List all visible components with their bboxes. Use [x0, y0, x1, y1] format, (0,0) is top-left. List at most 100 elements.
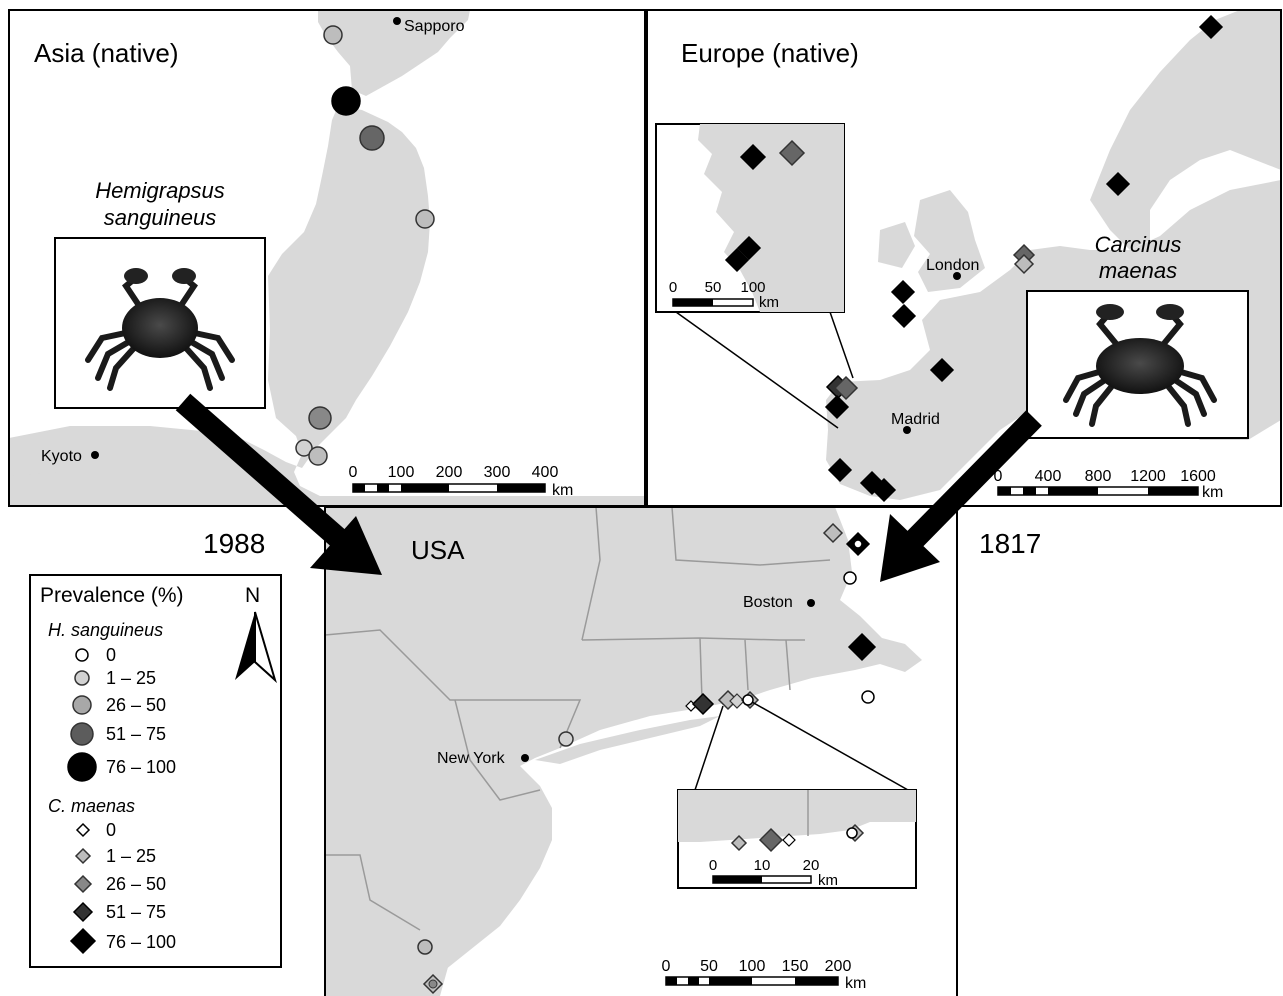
usa-land	[325, 507, 922, 996]
carcinus-introduction-year: 1817	[979, 528, 1041, 559]
legend-circle-swatch	[67, 752, 97, 782]
madrid-label: Madrid	[891, 411, 940, 428]
inset-scale-bar: 0 10 20 km	[709, 857, 838, 889]
state-borders	[325, 507, 831, 931]
scale-tick: 800	[1085, 468, 1112, 485]
madrid-city-dot	[903, 426, 911, 434]
europe-inset: 0 50 100 km	[655, 123, 845, 313]
sapporo-city-dot	[393, 17, 401, 25]
site-marker	[308, 406, 332, 430]
crab-image	[1063, 304, 1217, 427]
site-marker	[308, 446, 328, 466]
scale-tick: 1200	[1130, 468, 1166, 485]
scale-tick: 20	[803, 857, 820, 874]
scale-tick: 400	[1035, 468, 1062, 485]
scale-tick: 100	[739, 958, 766, 975]
site-marker	[1105, 171, 1131, 197]
site-marker	[730, 834, 748, 852]
legend-class-label: 0	[106, 820, 116, 840]
long-island-land	[535, 716, 720, 764]
scale-tick: 0	[669, 279, 677, 296]
site-marker	[861, 690, 875, 704]
legend-title: Prevalence (%)	[40, 584, 184, 607]
site-marker	[1198, 14, 1224, 40]
site-marker	[846, 827, 858, 839]
site-marker	[822, 522, 844, 544]
new-york-city-dot	[521, 754, 529, 762]
scale-unit: km	[1202, 484, 1223, 501]
legend-class-label: 76 – 100	[106, 757, 176, 777]
crab-image	[85, 268, 235, 391]
legend-class-label: 26 – 50	[106, 695, 166, 715]
boston-city-dot	[807, 599, 815, 607]
boston-label: Boston	[743, 594, 793, 611]
site-marker	[782, 833, 796, 847]
legend-class-label: 76 – 100	[106, 932, 176, 952]
site-marker	[890, 279, 916, 305]
site-marker	[827, 457, 853, 483]
usa-frame	[324, 506, 958, 996]
legend-class-label: 51 – 75	[106, 902, 166, 922]
scale-unit: km	[845, 975, 866, 992]
legend-class-label: 0	[106, 645, 116, 665]
europe-scale-bar: 0 400 800 1200 1600 km	[994, 468, 1224, 501]
legend-circle-swatch	[70, 722, 94, 746]
site-marker	[843, 571, 857, 585]
hemigrapsus-introduction-arrow	[175, 393, 382, 575]
london-label: London	[926, 257, 979, 274]
scale-tick: 200	[436, 464, 463, 481]
usa-inset: 0 10 20 km	[677, 789, 917, 889]
usa-title: USA	[411, 535, 465, 565]
scale-tick: 0	[349, 464, 358, 481]
carcinus-label-line1: Carcinus	[1095, 232, 1182, 257]
ireland-land	[878, 222, 915, 268]
site-marker	[891, 303, 917, 329]
scale-tick: 0	[662, 958, 671, 975]
site-marker	[729, 693, 745, 709]
site-marker	[691, 692, 715, 716]
asia-land	[9, 10, 645, 506]
site-marker	[415, 209, 435, 229]
legend-h-sanguineus-label: H. sanguineus	[48, 620, 163, 640]
carcinus-introduction-arrow	[880, 410, 1042, 582]
legend-class-label: 51 – 75	[106, 724, 166, 744]
galicia-land	[698, 124, 844, 312]
legend-diamond-swatch	[69, 927, 97, 955]
honshu-land	[9, 106, 645, 506]
site-marker	[295, 439, 313, 457]
europe-frame	[646, 9, 1282, 507]
site-marker	[739, 143, 767, 171]
legend-circle-swatch	[74, 670, 90, 686]
legend-class-label: 1 – 25	[106, 846, 156, 866]
legend-circle-swatch	[72, 695, 92, 715]
site-marker	[359, 125, 385, 151]
kyoto-city-dot	[91, 451, 99, 459]
scale-tick: 300	[484, 464, 511, 481]
site-marker	[847, 632, 877, 662]
north-arrow-icon	[235, 611, 277, 684]
site-marker	[758, 827, 784, 853]
legend: Prevalence (%) N H. sanguineus 0 1 – 25 …	[29, 574, 282, 968]
site-marker	[778, 139, 806, 167]
hemigrapsus-label-line2: sanguineus	[104, 205, 217, 230]
legend-diamond-swatch	[74, 847, 92, 865]
site-marker	[824, 394, 850, 420]
scale-tick: 200	[825, 958, 852, 975]
carcinus-label-line2: maenas	[1099, 258, 1177, 283]
site-marker	[742, 694, 754, 706]
scale-tick: 1600	[1180, 468, 1216, 485]
scale-unit: km	[818, 872, 838, 889]
site-marker	[871, 477, 897, 503]
site-marker	[736, 235, 762, 261]
london-city-dot	[953, 272, 961, 280]
site-marker	[929, 357, 955, 383]
legend-diamond-swatch	[73, 874, 93, 894]
inset-connector	[751, 701, 909, 791]
scale-tick: 10	[754, 857, 771, 874]
shikoku-land	[9, 472, 170, 500]
asia-panel: Asia (native) Sapporo Kyoto Hemigrapsus …	[8, 9, 646, 507]
asia-scale-bar: 0 100 200 300 400 km	[349, 464, 574, 499]
north-label: N	[245, 584, 260, 607]
europe-title: Europe (native)	[681, 38, 859, 68]
kyushu-land	[9, 430, 130, 470]
